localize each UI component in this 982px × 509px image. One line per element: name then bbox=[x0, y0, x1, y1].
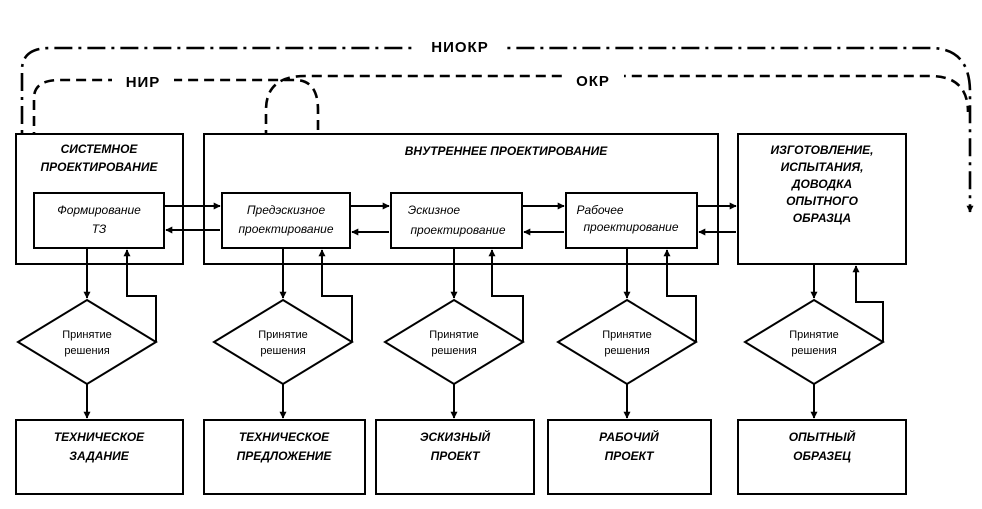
decision-5-label-2: решения bbox=[791, 345, 836, 357]
stage-sketch-label-2: проектирование bbox=[410, 223, 505, 237]
decision-3-label-2: решения bbox=[431, 345, 476, 357]
okr-label: ОКР bbox=[576, 73, 610, 90]
manufacture-title-4: ОПЫТНОГО bbox=[786, 194, 859, 208]
decision-diamond-4 bbox=[556, 298, 698, 386]
stage-box-tz bbox=[33, 192, 165, 249]
niokr-arc bbox=[20, 46, 974, 213]
decision-2-label-1: Принятие bbox=[258, 329, 308, 341]
stage-sketch-label-1: Эскизное bbox=[408, 203, 461, 217]
stage-box-sketch bbox=[390, 192, 523, 249]
stage-working-label-1: Рабочее bbox=[576, 203, 623, 217]
manufacture-title-5: ОБРАЗЦА bbox=[793, 211, 851, 225]
niokr-label: НИОКР bbox=[431, 39, 488, 56]
decision-4-label-1: Принятие bbox=[602, 329, 652, 341]
stage-tz-label-1: Формирование bbox=[57, 203, 141, 217]
output-box-sketch-project bbox=[375, 419, 535, 495]
decision-1-label-2: решения bbox=[64, 345, 109, 357]
feedback-loop-3 bbox=[488, 249, 524, 342]
internal-design-title: ВНУТРЕННЕЕ ПРОЕКТИРОВАНИЕ bbox=[405, 144, 608, 158]
output-4-label-2: ПРОЕКТ bbox=[605, 449, 655, 463]
nir-arc bbox=[32, 78, 322, 190]
stage-working-label-2: проектирование bbox=[583, 220, 678, 234]
manufacture-block bbox=[737, 133, 907, 265]
decision-3-label-1: Принятие bbox=[429, 329, 479, 341]
output-2-label-1: ТЕХНИЧЕСКОЕ bbox=[239, 430, 330, 444]
output-5-label-2: ОБРАЗЕЦ bbox=[793, 449, 851, 463]
feedback-loop-1 bbox=[123, 249, 157, 342]
stage-box-predesign bbox=[221, 192, 351, 249]
manufacture-title-1: ИЗГОТОВЛЕНИЕ, bbox=[771, 143, 874, 157]
output-3-label-2: ПРОЕКТ bbox=[431, 449, 481, 463]
output-box-working-project bbox=[547, 419, 712, 495]
decision-diamond-1 bbox=[16, 298, 158, 386]
decision-diamond-2 bbox=[212, 298, 354, 386]
decision-diamond-3 bbox=[383, 298, 525, 386]
decision-1-label-1: Принятие bbox=[62, 329, 112, 341]
decision-5-label-1: Принятие bbox=[789, 329, 839, 341]
output-box-tech-task bbox=[15, 419, 184, 495]
output-2-label-2: ПРЕДЛОЖЕНИЕ bbox=[237, 449, 333, 463]
stage-box-working bbox=[565, 192, 698, 249]
decision-diamond-5 bbox=[743, 298, 885, 386]
output-3-label-1: ЭСКИЗНЫЙ bbox=[420, 428, 491, 444]
feedback-loop-5 bbox=[852, 265, 884, 342]
output-5-label-1: ОПЫТНЫЙ bbox=[789, 428, 856, 444]
decision-2-label-2: решения bbox=[260, 345, 305, 357]
system-design-title-1: СИСТЕМНОЕ bbox=[61, 142, 139, 156]
nir-label: НИР bbox=[126, 74, 161, 91]
decision-4-label-2: решения bbox=[604, 345, 649, 357]
manufacture-title-2: ИСПЫТАНИЯ, bbox=[781, 160, 864, 174]
system-design-title-2: ПРОЕКТИРОВАНИЕ bbox=[41, 160, 159, 174]
manufacture-title-3: ДОВОДКА bbox=[791, 177, 852, 191]
okr-arc bbox=[264, 74, 970, 188]
output-4-label-1: РАБОЧИЙ bbox=[599, 428, 659, 444]
output-box-tech-proposal bbox=[203, 419, 366, 495]
stage-tz-label-2: ТЗ bbox=[92, 222, 107, 236]
stage-predesign-label-1: Предэскизное bbox=[247, 203, 326, 217]
output-box-prototype bbox=[737, 419, 907, 495]
feedback-loop-2 bbox=[318, 249, 353, 342]
output-1-label-1: ТЕХНИЧЕСКОЕ bbox=[54, 430, 145, 444]
stage-predesign-label-2: проектирование bbox=[238, 222, 333, 236]
output-1-label-2: ЗАДАНИЕ bbox=[69, 449, 129, 463]
feedback-loop-4 bbox=[663, 249, 697, 342]
